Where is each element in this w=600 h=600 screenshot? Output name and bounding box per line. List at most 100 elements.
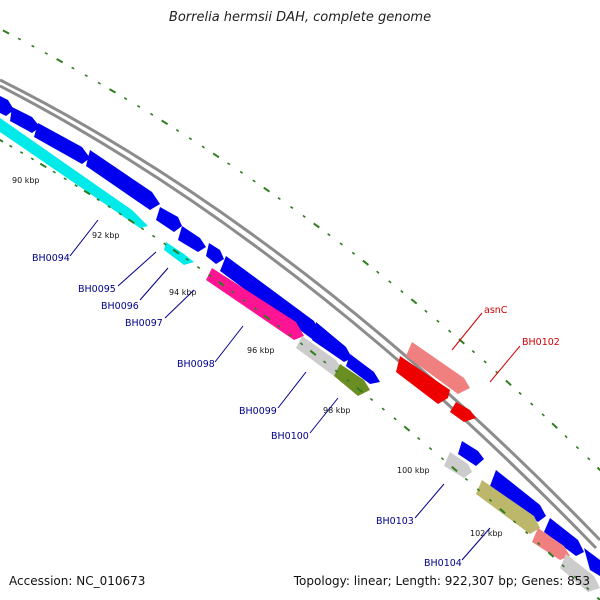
map-title: Borrelia hermsii DAH, complete genome xyxy=(168,10,432,25)
tick-mark xyxy=(163,242,167,246)
tick-mark xyxy=(97,81,102,85)
tick-mark xyxy=(339,242,343,246)
tick-label: 92 kbp xyxy=(92,231,120,240)
tick-mark xyxy=(185,258,190,262)
gene-tail-gray xyxy=(560,554,600,592)
gene-block xyxy=(312,322,352,362)
leader-bh0094 xyxy=(69,219,99,257)
inner-tick-ring xyxy=(0,138,600,600)
tick-mark xyxy=(483,360,487,364)
tick-mark xyxy=(276,324,281,328)
tick-mark xyxy=(188,137,193,141)
gene-bh0102 xyxy=(396,356,450,404)
gene-block xyxy=(584,548,600,576)
tick-mark xyxy=(428,446,433,451)
tick-mark xyxy=(96,198,100,202)
gene-label: BH0100 xyxy=(271,431,309,442)
tick-mark xyxy=(488,498,493,502)
tick-mark xyxy=(161,119,169,126)
tick-mark xyxy=(376,270,380,274)
tick-mark xyxy=(289,205,294,209)
leader-bh0104 xyxy=(461,527,491,561)
tick-mark xyxy=(403,425,411,432)
gene-bh0098 xyxy=(206,268,304,340)
tick-mark xyxy=(9,144,13,148)
tick-mark xyxy=(309,349,317,356)
outer-tick-ring xyxy=(2,29,600,472)
leader-asnc xyxy=(451,312,483,351)
leader-bh0097 xyxy=(164,289,195,319)
tick-mark xyxy=(217,280,225,287)
tick-mark xyxy=(573,575,578,579)
tick-mark xyxy=(108,88,117,94)
tick-mark xyxy=(288,333,292,337)
tick-mark xyxy=(196,266,201,270)
tick-mark xyxy=(74,184,78,188)
gene-bh0102-tail xyxy=(450,402,476,422)
tick-mark xyxy=(313,222,320,229)
gene-bh0104-next xyxy=(532,528,570,560)
gene-label: BH0102 xyxy=(522,337,560,348)
tick-mark xyxy=(440,457,445,461)
tick-mark xyxy=(136,105,141,108)
tick-label: 94 kbp xyxy=(169,288,197,297)
tick-mark xyxy=(39,162,47,169)
tick-mark xyxy=(518,391,522,395)
tick-mark xyxy=(596,466,600,472)
tick-mark xyxy=(393,417,397,421)
tick-mark xyxy=(551,422,558,429)
tick-mark xyxy=(151,234,156,238)
gene-label: BH0099 xyxy=(239,406,277,417)
tick-label: 102 kbp xyxy=(470,529,503,538)
tick-mark xyxy=(175,129,180,132)
tick-mark xyxy=(512,520,517,524)
leader-bh0098 xyxy=(214,325,244,363)
genome-summary-text: Topology: linear; Length: 922,307 bp; Ge… xyxy=(293,574,590,588)
tick-mark xyxy=(410,298,418,305)
gene-label: BH0096 xyxy=(101,301,139,312)
tick-mark xyxy=(302,214,306,218)
gene-block xyxy=(34,123,90,164)
tick-label: 98 kbp xyxy=(323,406,351,415)
gene-labels: BH0094 BH0095 BH0096 BH0097 BH0098 BH009… xyxy=(32,253,560,569)
tick-mark xyxy=(464,477,469,481)
tick-labels: 90 kbp 92 kbp 94 kbp 96 kbp 98 kbp 100 k… xyxy=(12,176,503,538)
tick-mark xyxy=(227,162,231,166)
tick-label: 100 kbp xyxy=(397,466,430,475)
tick-mark xyxy=(362,259,370,266)
tick-mark xyxy=(127,218,135,225)
tick-mark xyxy=(208,274,212,278)
tick-mark xyxy=(84,74,88,78)
tick-mark xyxy=(424,309,428,313)
gene-block xyxy=(346,354,380,384)
tick-mark xyxy=(564,435,568,439)
tick-mark xyxy=(561,564,565,568)
gene-bh0103 xyxy=(444,452,472,478)
gene-label: BH0095 xyxy=(78,284,116,295)
tick-mark xyxy=(417,436,421,441)
tick-mark xyxy=(436,319,440,323)
gene-block xyxy=(544,518,584,556)
gene-bh0094 xyxy=(0,118,148,228)
gene-asnc xyxy=(406,342,470,394)
gene-label: BH0094 xyxy=(32,253,70,264)
tick-mark xyxy=(499,507,506,515)
leader-bh0103 xyxy=(414,483,445,519)
tick-mark xyxy=(123,97,128,101)
tick-mark xyxy=(299,342,304,346)
annotated-genes xyxy=(0,118,600,592)
gene-block xyxy=(86,150,160,210)
backbone-outer xyxy=(0,78,600,542)
forward-strand-genes xyxy=(0,96,600,576)
tick-mark xyxy=(323,360,327,364)
tick-mark xyxy=(83,189,91,196)
tick-mark xyxy=(17,37,22,41)
tick-mark xyxy=(201,145,205,149)
gene-block xyxy=(0,96,14,116)
tick-mark xyxy=(587,457,591,461)
tick-mark xyxy=(327,233,331,237)
tick-mark xyxy=(0,138,4,143)
gene-block xyxy=(206,243,224,264)
tick-mark xyxy=(575,446,580,450)
tick-mark xyxy=(263,314,271,321)
